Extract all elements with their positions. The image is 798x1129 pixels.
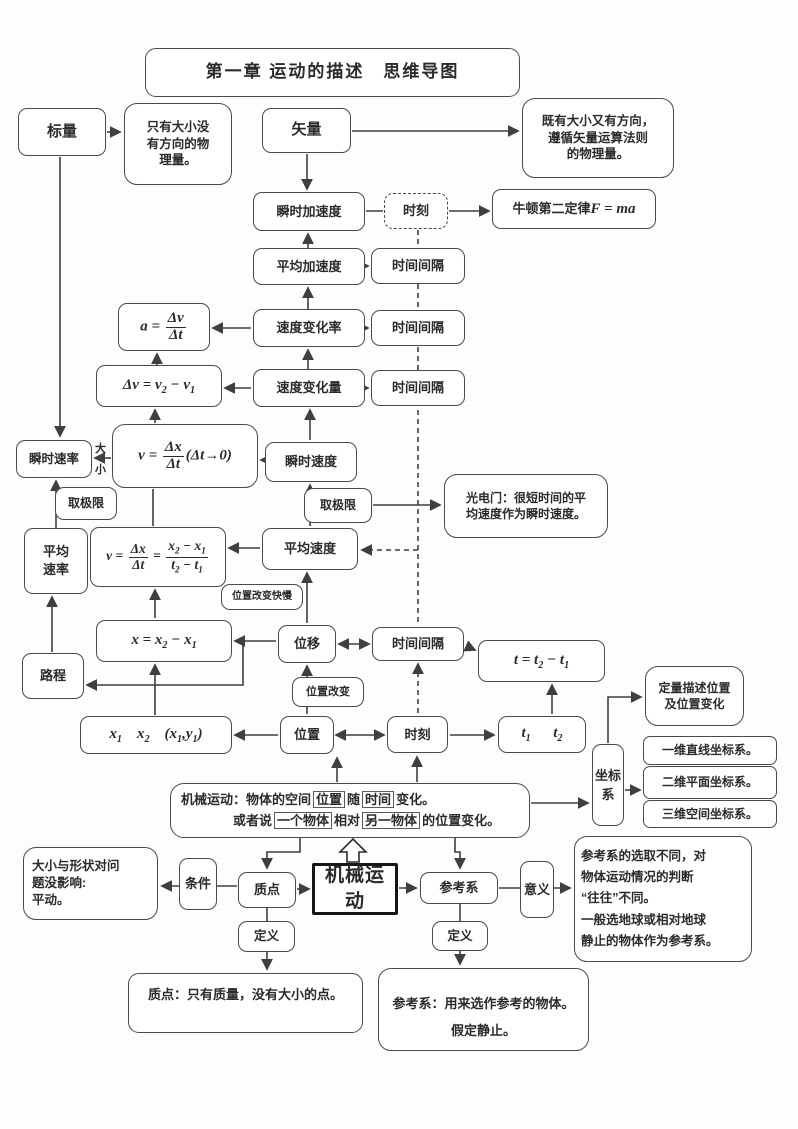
node-time-interval-4: 时间间隔 <box>372 627 464 661</box>
node-time-interval-1: 时间间隔 <box>371 248 465 284</box>
boxed-word-position: 位置 <box>313 791 346 808</box>
node-definition-particle: 定义 <box>238 921 295 952</box>
node-time-interval-3: 时间间隔 <box>371 370 465 406</box>
node-instant-speed: 瞬时速率 <box>16 440 92 478</box>
node-vector: 矢量 <box>262 108 351 153</box>
node-reference-frame-note: 参考系的选取不同，对 物体运动情况的判断 “往往”不同。 一般选地球或相对地球 … <box>574 836 752 962</box>
node-take-limit-left: 取极限 <box>55 487 117 520</box>
formula-t-values: t1 t2 <box>498 716 586 753</box>
boxed-word-another-object: 另一物体 <box>362 811 421 829</box>
node-mech-motion-description: 机械运动：物体的空间位置随时间变化。 或者说一个物体相对另一物体的位置变化。 <box>170 783 530 838</box>
node-definition-reference: 定义 <box>432 921 488 951</box>
node-moment-bottom: 时刻 <box>387 716 448 753</box>
formula-x-values: x1 x2 (x1,y1) <box>80 716 232 754</box>
formula-t: t = t2 − t1 <box>478 640 605 682</box>
newton-formula: F = ma <box>590 200 636 217</box>
node-coord-1d: 一维直线坐标系。 <box>643 736 777 765</box>
node-time-interval-2: 时间间隔 <box>371 310 465 346</box>
node-coord-3d: 三维空间坐标系。 <box>643 800 777 828</box>
node-particle-definition: 质点：只有质量，没有大小的点。 <box>128 973 363 1033</box>
node-coord-quantitative: 定量描述位置 及位置变化 <box>645 666 744 726</box>
node-vector-desc: 既有大小又有方向， 遵循矢量运算法则 的物理量。 <box>522 98 674 178</box>
node-reference-frame-definition: 参考系：用来选作参考的物体。 假定静止。 <box>378 968 589 1051</box>
boxed-word-time: 时间 <box>362 791 395 808</box>
node-velocity-change: 速度变化量 <box>253 369 365 407</box>
node-condition: 条件 <box>179 858 217 910</box>
node-position-change: 位置改变 <box>292 677 364 707</box>
node-average-velocity: 平均速度 <box>262 528 358 570</box>
node-scalar-desc: 只有大小没 有方向的物 理量。 <box>124 103 232 185</box>
node-instant-velocity: 瞬时速度 <box>265 442 357 482</box>
node-meaning: 意义 <box>520 861 554 918</box>
node-average-acceleration: 平均加速度 <box>253 248 365 285</box>
node-scalar: 标量 <box>18 108 106 156</box>
node-particle: 质点 <box>238 872 296 908</box>
node-average-speed: 平均 速率 <box>24 528 88 594</box>
node-moment-top: 时刻 <box>384 193 448 229</box>
node-displacement: 位移 <box>278 625 336 663</box>
node-mechanical-motion: 机械运动 <box>312 863 398 915</box>
label-magnitude-top: 大 <box>95 443 106 455</box>
node-photogate-note: 光电门：很短时间的平 均速度作为瞬时速度。 <box>444 474 608 538</box>
node-position-change-speed: 位置改变快慢 <box>221 584 303 610</box>
node-coord-2d: 二维平面坐标系。 <box>643 766 777 799</box>
chart-title: 第一章 运动的描述 思维导图 <box>145 48 520 97</box>
node-velocity-change-rate: 速度变化率 <box>253 309 365 347</box>
label-magnitude-bottom: 小 <box>95 464 106 476</box>
formula-x: x = x2 − x1 <box>96 620 232 662</box>
newton-label: 牛顿第二定律 <box>512 201 591 217</box>
node-take-limit-mid: 取极限 <box>304 488 372 523</box>
boxed-word-one-object: 一个物体 <box>274 811 333 829</box>
node-reference-frame: 参考系 <box>420 872 498 904</box>
node-instant-acceleration: 瞬时加速度 <box>253 192 365 231</box>
node-distance: 路程 <box>22 653 84 699</box>
formula-delta-v: Δv = v2 − v1 <box>96 365 222 407</box>
node-position: 位置 <box>280 716 334 754</box>
node-size-shape-note: 大小与形状对问 题没影响: 平动。 <box>23 847 158 920</box>
node-coordinate-system: 坐标系 <box>592 744 624 826</box>
